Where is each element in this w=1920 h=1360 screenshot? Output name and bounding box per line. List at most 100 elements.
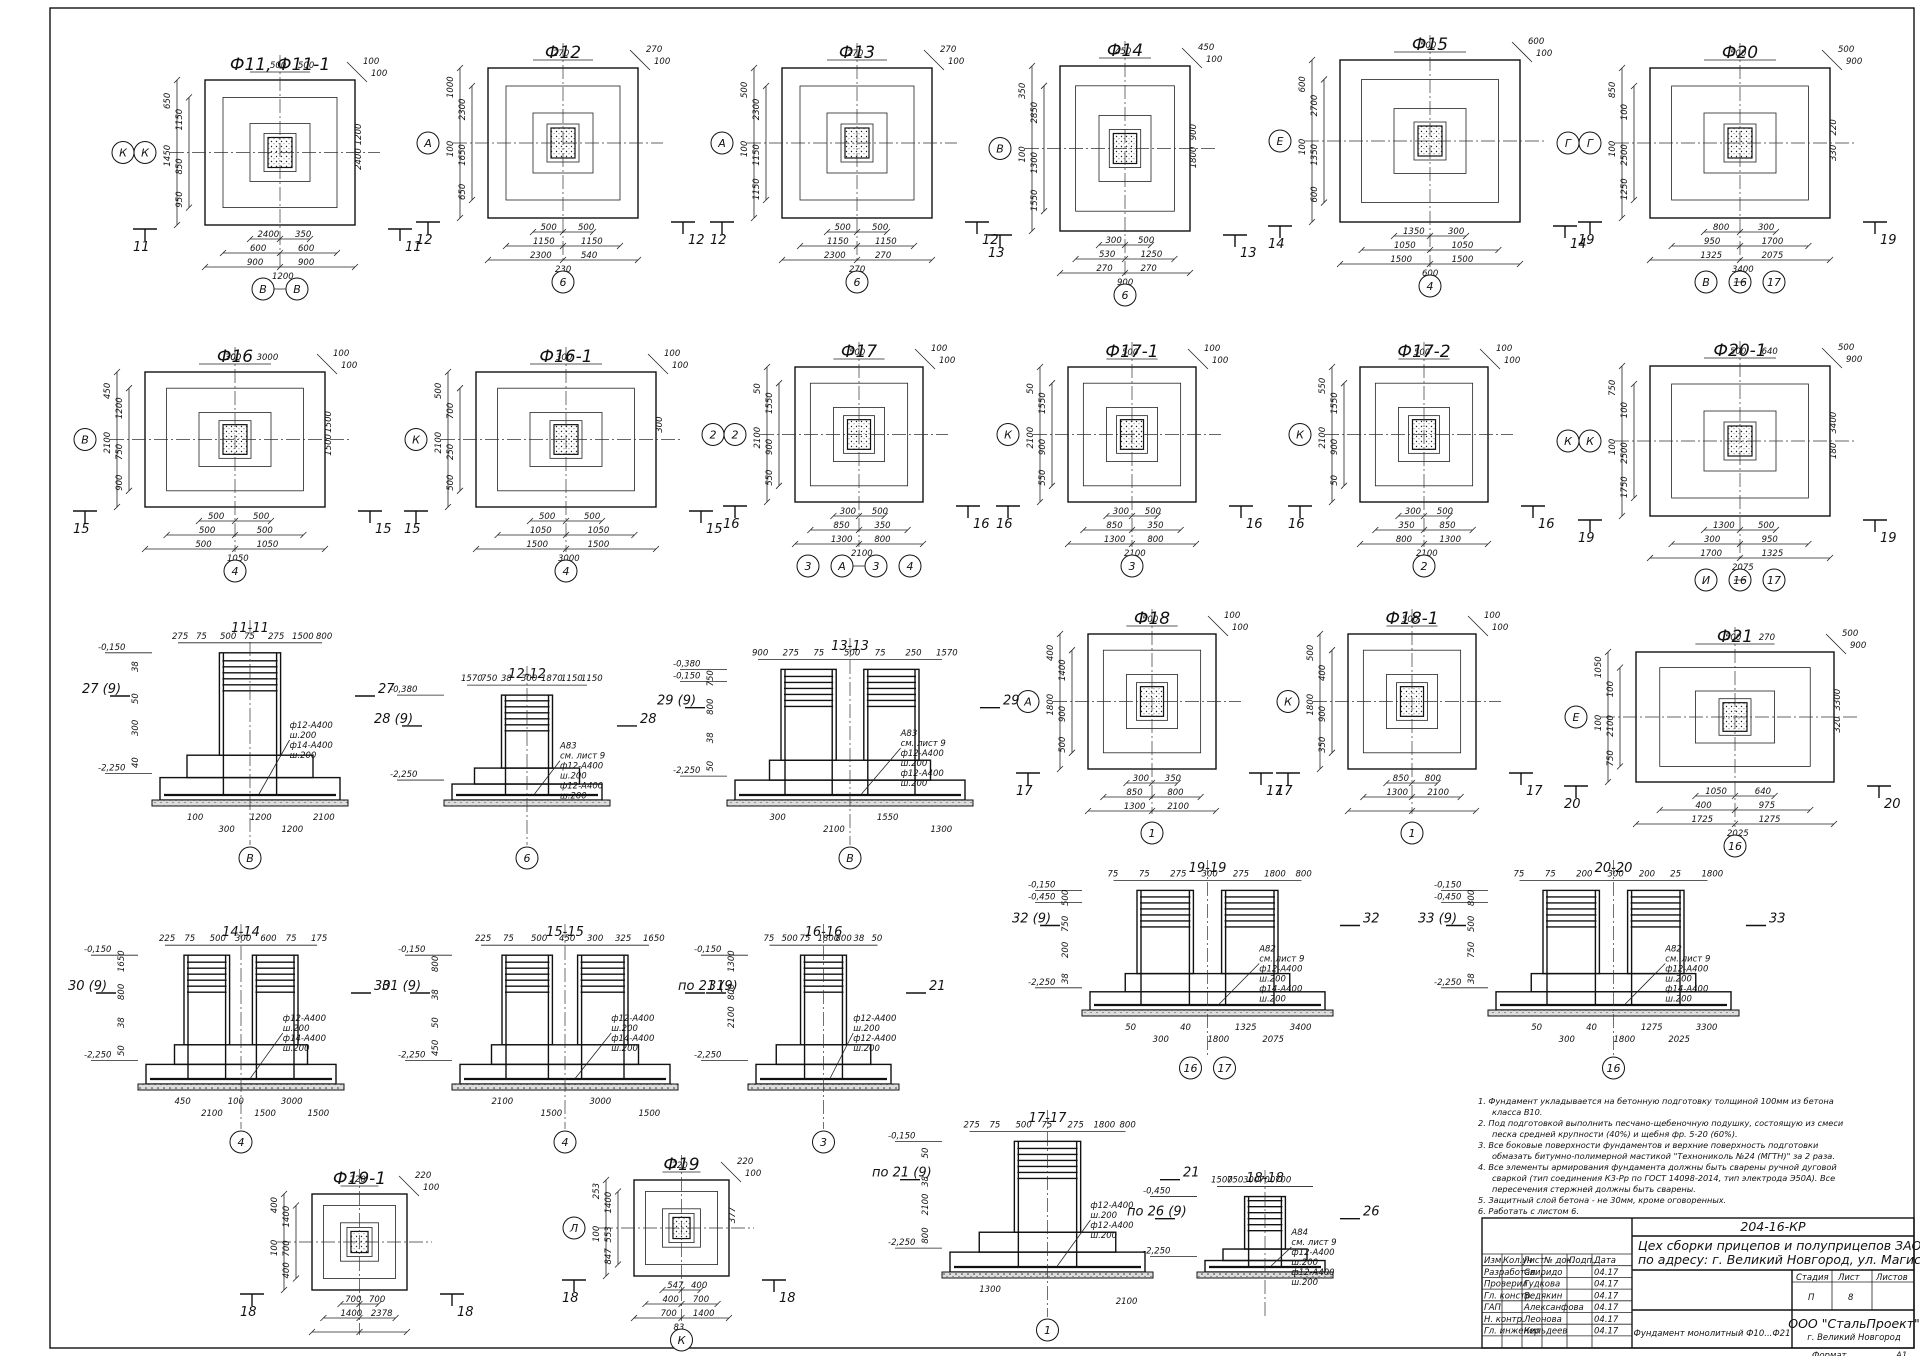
dim-value: 500 bbox=[257, 526, 273, 536]
dim-tick bbox=[280, 1286, 288, 1294]
dim-value: 900 bbox=[1038, 439, 1048, 455]
dim-tick bbox=[1328, 363, 1336, 371]
dim-value: 275 bbox=[268, 632, 284, 642]
dim-value: 75 bbox=[990, 1120, 1001, 1130]
cut-label: по 26 (9) bbox=[1127, 1205, 1187, 1220]
dim-tick bbox=[1103, 512, 1110, 520]
level-value: -2,250 bbox=[673, 766, 700, 776]
dim-tick bbox=[1128, 512, 1136, 520]
dim-tick bbox=[1036, 363, 1044, 371]
dim-value: 300 bbox=[225, 353, 241, 363]
dim-value: 2075 bbox=[1262, 1035, 1284, 1045]
axis-bubble bbox=[1556, 429, 1580, 453]
rebar-callout: ш.200 bbox=[611, 1044, 638, 1054]
dim-value: 700 bbox=[345, 1295, 361, 1305]
dim-value: 500 bbox=[740, 82, 750, 98]
dim-tick bbox=[1072, 255, 1079, 263]
dim-value: 100 bbox=[1536, 49, 1552, 59]
level-value: -0,150 bbox=[1028, 880, 1055, 890]
dim-tick bbox=[853, 242, 861, 250]
rebar-callout: А83 bbox=[559, 742, 577, 752]
cut-label: 17 bbox=[1016, 784, 1033, 799]
axis-bubble bbox=[1418, 274, 1442, 298]
axis-bubble bbox=[1120, 554, 1144, 578]
dim-tick bbox=[791, 540, 799, 548]
dim-value: 350 bbox=[1398, 521, 1414, 531]
dim-value: 100 bbox=[446, 141, 456, 157]
dim-tick bbox=[697, 1286, 704, 1294]
dim-value: 75 bbox=[196, 632, 207, 642]
dim-value: 1150 bbox=[752, 178, 762, 200]
axis-marker: К bbox=[1578, 429, 1602, 453]
dim-value: 700 bbox=[661, 1309, 677, 1319]
rebar-callout: ш.200 bbox=[1090, 1231, 1117, 1241]
dim-value: 800 bbox=[431, 956, 441, 972]
axis-label: В bbox=[1702, 276, 1710, 289]
dim-value: 2300 bbox=[752, 99, 762, 121]
dim-tick bbox=[1068, 646, 1076, 654]
dim-tick bbox=[1171, 255, 1178, 263]
dim-value: 700 bbox=[446, 403, 456, 419]
dim-value: 300 bbox=[587, 934, 603, 944]
dim-value: 38 bbox=[117, 1017, 127, 1028]
dim-tick bbox=[1731, 806, 1739, 814]
dim-value: 75 bbox=[764, 934, 775, 944]
dim-value: 850 bbox=[1106, 521, 1122, 531]
dim-value: 500 bbox=[1437, 507, 1453, 517]
dim-value: 100 bbox=[1504, 356, 1520, 366]
dim-value: 500 bbox=[872, 507, 888, 517]
dim-tick bbox=[163, 531, 170, 539]
dim-value: 900 bbox=[1058, 706, 1068, 722]
dim-value: 600 bbox=[1422, 269, 1438, 279]
rebar-callout: ш.200 bbox=[1090, 1211, 1117, 1221]
leader bbox=[346, 61, 368, 83]
dim-value: 50 bbox=[131, 693, 141, 704]
level-value: -0,150 bbox=[84, 945, 111, 955]
axis-label: А bbox=[717, 137, 726, 150]
dim-tick bbox=[1656, 806, 1664, 814]
dim-value: 2075 bbox=[1732, 563, 1754, 573]
level-value: -2,250 bbox=[390, 770, 417, 780]
dim-value: 75 bbox=[244, 632, 255, 642]
dim-tick bbox=[763, 363, 771, 371]
axis-label: 3 bbox=[805, 560, 812, 573]
dim-tick bbox=[1618, 362, 1626, 370]
axis-marker: 2 bbox=[1412, 554, 1436, 578]
dim-value: 50 bbox=[117, 1045, 127, 1056]
dim-value: 1500 bbox=[308, 1109, 330, 1119]
dim-value: 1200 bbox=[115, 397, 125, 419]
axis-label: К bbox=[1586, 435, 1595, 448]
dim-value: 800 bbox=[117, 984, 127, 1000]
title-block-grid bbox=[1481, 1218, 1914, 1348]
dim-value: 3000 bbox=[257, 353, 279, 363]
dim-value: 1300 bbox=[1124, 802, 1146, 812]
dim-value: 2100 bbox=[753, 427, 763, 449]
dim-value: 100 bbox=[592, 1226, 602, 1242]
dim-value: 750 bbox=[1608, 380, 1618, 396]
cut-label: 12 bbox=[710, 233, 727, 248]
dim-tick bbox=[333, 249, 341, 257]
dim-value: 1200 bbox=[272, 272, 294, 282]
dim-tick bbox=[1316, 765, 1324, 773]
axis-marker: В bbox=[73, 428, 97, 451]
dim-value: 800 bbox=[316, 632, 332, 642]
tb-role: Гл. констр. bbox=[1484, 1291, 1533, 1301]
dim-value: 900 bbox=[765, 439, 775, 455]
axis-bubble bbox=[898, 554, 922, 578]
rebar-callout: ф12-А400 bbox=[1291, 1248, 1334, 1258]
axis-label: 17 bbox=[1767, 574, 1781, 587]
dim-tick bbox=[292, 1275, 300, 1282]
dim-tick bbox=[320, 1314, 327, 1322]
dim-tick bbox=[1826, 554, 1834, 562]
axis-label: 1 bbox=[1409, 827, 1416, 840]
dim-value: 300 bbox=[1448, 227, 1464, 237]
rebar-callout: ш.200 bbox=[901, 779, 928, 789]
axis-bubble bbox=[812, 1130, 835, 1154]
rebar-callout: см. лист 9 bbox=[901, 739, 946, 749]
dim-value: 38 bbox=[921, 1175, 931, 1186]
cut-label: 30 (9) bbox=[68, 979, 107, 994]
cut-label: 19 bbox=[1578, 233, 1595, 248]
dim-value: 500 bbox=[835, 223, 851, 233]
